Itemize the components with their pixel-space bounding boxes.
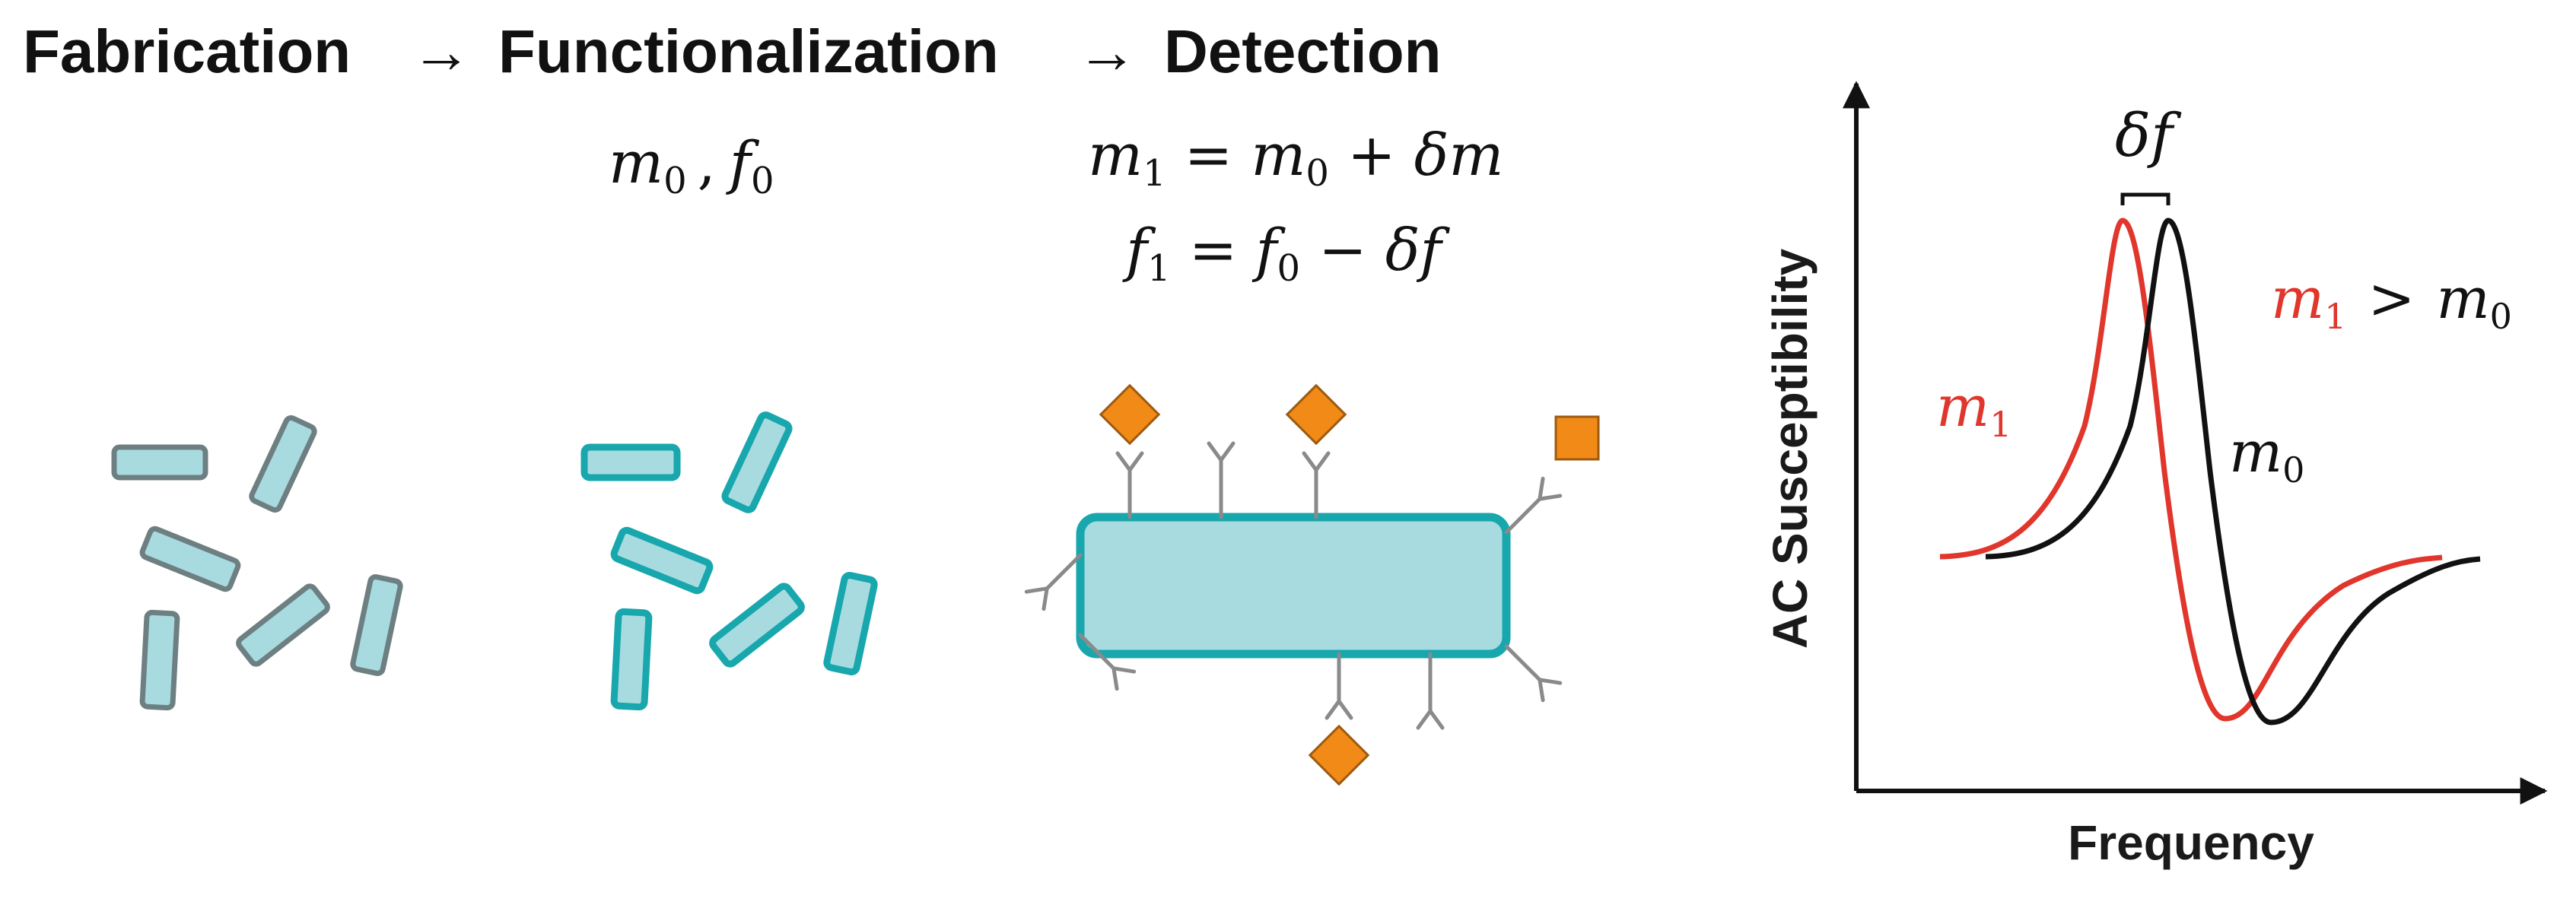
process-header: Fabrication → Functionalization → Detect… [23,17,1442,85]
delta-f-bracket [2120,192,2171,205]
y-axis-label: AC Susceptibility [1763,248,1818,649]
antigen-square-icon [1554,415,1600,461]
svg-text:m0,f0: m0,f0 [609,129,774,202]
rod-nanoparticle [350,573,403,677]
antibody-icon [1504,644,1563,703]
detection-mass-equation: m1=m0+δm [1088,121,1503,195]
antibody-icon [1078,633,1137,691]
functionalized-rods [580,411,878,711]
antigen-diamond-icon [1285,383,1347,446]
rod-nanoparticle [610,608,653,711]
rod-nanoparticle [721,411,793,513]
functionalization-equation: m0,f0 [609,129,774,202]
fabrication-rods [111,414,403,711]
rod-nanoparticle [580,443,681,481]
detection-frequency-equation: f1=f0−δf [1122,216,1451,290]
rod-nanoparticle [111,444,208,481]
antibody-icon [1302,451,1331,519]
label-m1: m1 [1936,374,2012,445]
antibody-icon [1325,652,1353,720]
curve-m0 [1985,218,2481,726]
label-m0: m0 [2229,420,2304,491]
eq-sep: , [698,129,716,196]
antigen-diamond-icon [1099,383,1161,446]
eq-f-sub: 0 [751,160,774,202]
eq-m-sub: 0 [663,160,687,202]
rod-nanoparticle [139,526,241,592]
susceptibility-graph: AC Susceptibility Frequency δf m1 m0 m1>… [1763,81,2548,870]
antibody-icon [1207,441,1236,519]
stage-detection: Detection [1164,17,1442,85]
stage-arrow-2: → [1077,17,1137,85]
antibody-icon [1416,652,1445,730]
rod-nanoparticle [610,526,714,595]
antibody-icon [1024,553,1083,611]
antibody-icon [1115,451,1144,519]
detection-nanoparticle [1024,383,1600,786]
antigen-diamond-icon [1308,724,1370,786]
stage-functionalization: Functionalization [498,17,999,85]
rod-nanoparticle [139,609,180,711]
rod-nanoparticle-large [1076,513,1511,659]
x-axis-label: Frequency [2068,815,2314,870]
detection-equations: m1=m0+δm f1=f0−δf [1088,121,1503,290]
antibody-icon [1504,476,1563,535]
rod-nanoparticle [249,414,317,513]
delta-f-label: δf [2115,102,2182,170]
mass-comparison: m1>m0 [2271,266,2512,337]
stage-fabrication: Fabrication [23,17,351,85]
rod-nanoparticle [823,571,878,676]
curve-m1 [1939,218,2443,722]
rod-nanoparticle [709,583,805,668]
stage-arrow-1: → [411,17,472,85]
eq-m: m [609,129,663,196]
rod-nanoparticle [236,583,330,667]
